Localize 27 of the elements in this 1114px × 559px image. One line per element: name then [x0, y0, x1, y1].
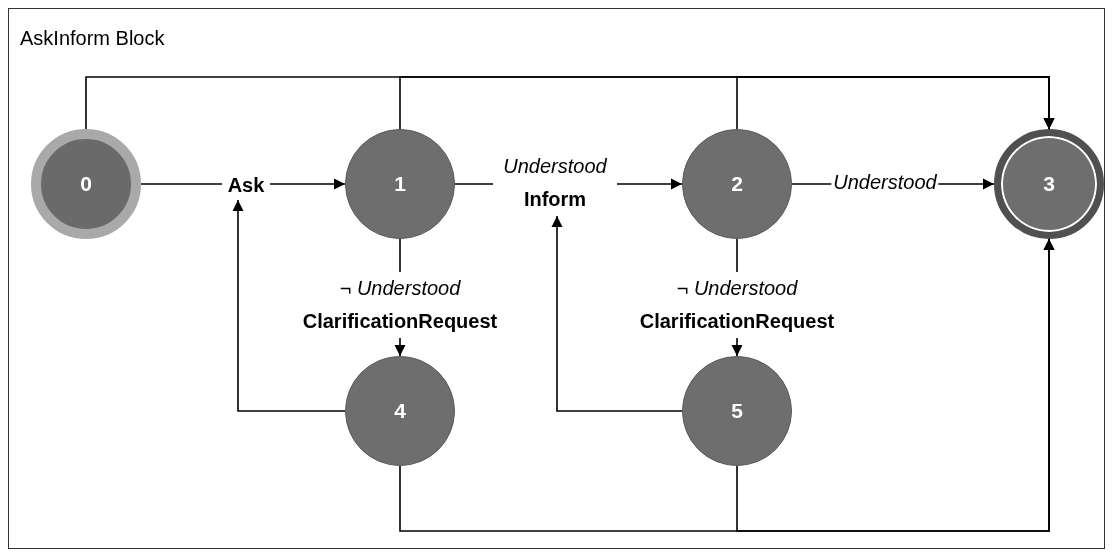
- connector-line: [140, 183, 223, 185]
- arrow: [731, 337, 743, 357]
- condition-label: ¬ Understood: [339, 276, 461, 301]
- state-circle: 4: [345, 356, 455, 466]
- state-circle: 5: [682, 356, 792, 466]
- arrow: [551, 215, 683, 412]
- condition-label: Understood: [503, 154, 607, 179]
- message-label: ClarificationRequest: [639, 309, 835, 334]
- final-state-circle: 3: [994, 129, 1104, 239]
- state-circle: 1: [345, 129, 455, 239]
- message-label: Inform: [523, 187, 587, 212]
- arrow: [394, 337, 406, 357]
- connector-line: [454, 183, 494, 185]
- arrow: [232, 199, 346, 412]
- message-label: ClarificationRequest: [302, 309, 498, 334]
- connector-line: [736, 238, 738, 273]
- arrow: [269, 178, 346, 190]
- state-circle: 2: [682, 129, 792, 239]
- message-label: Ask: [227, 172, 265, 198]
- condition-label: ¬ Understood: [676, 276, 798, 301]
- arrow: [616, 178, 683, 190]
- block-frame: [8, 8, 1105, 549]
- arrow: [736, 238, 1055, 532]
- arrow: [736, 76, 1055, 130]
- connector-line: [399, 238, 401, 273]
- block-title: AskInform Block: [20, 27, 165, 50]
- start-state-circle: 0: [31, 129, 141, 239]
